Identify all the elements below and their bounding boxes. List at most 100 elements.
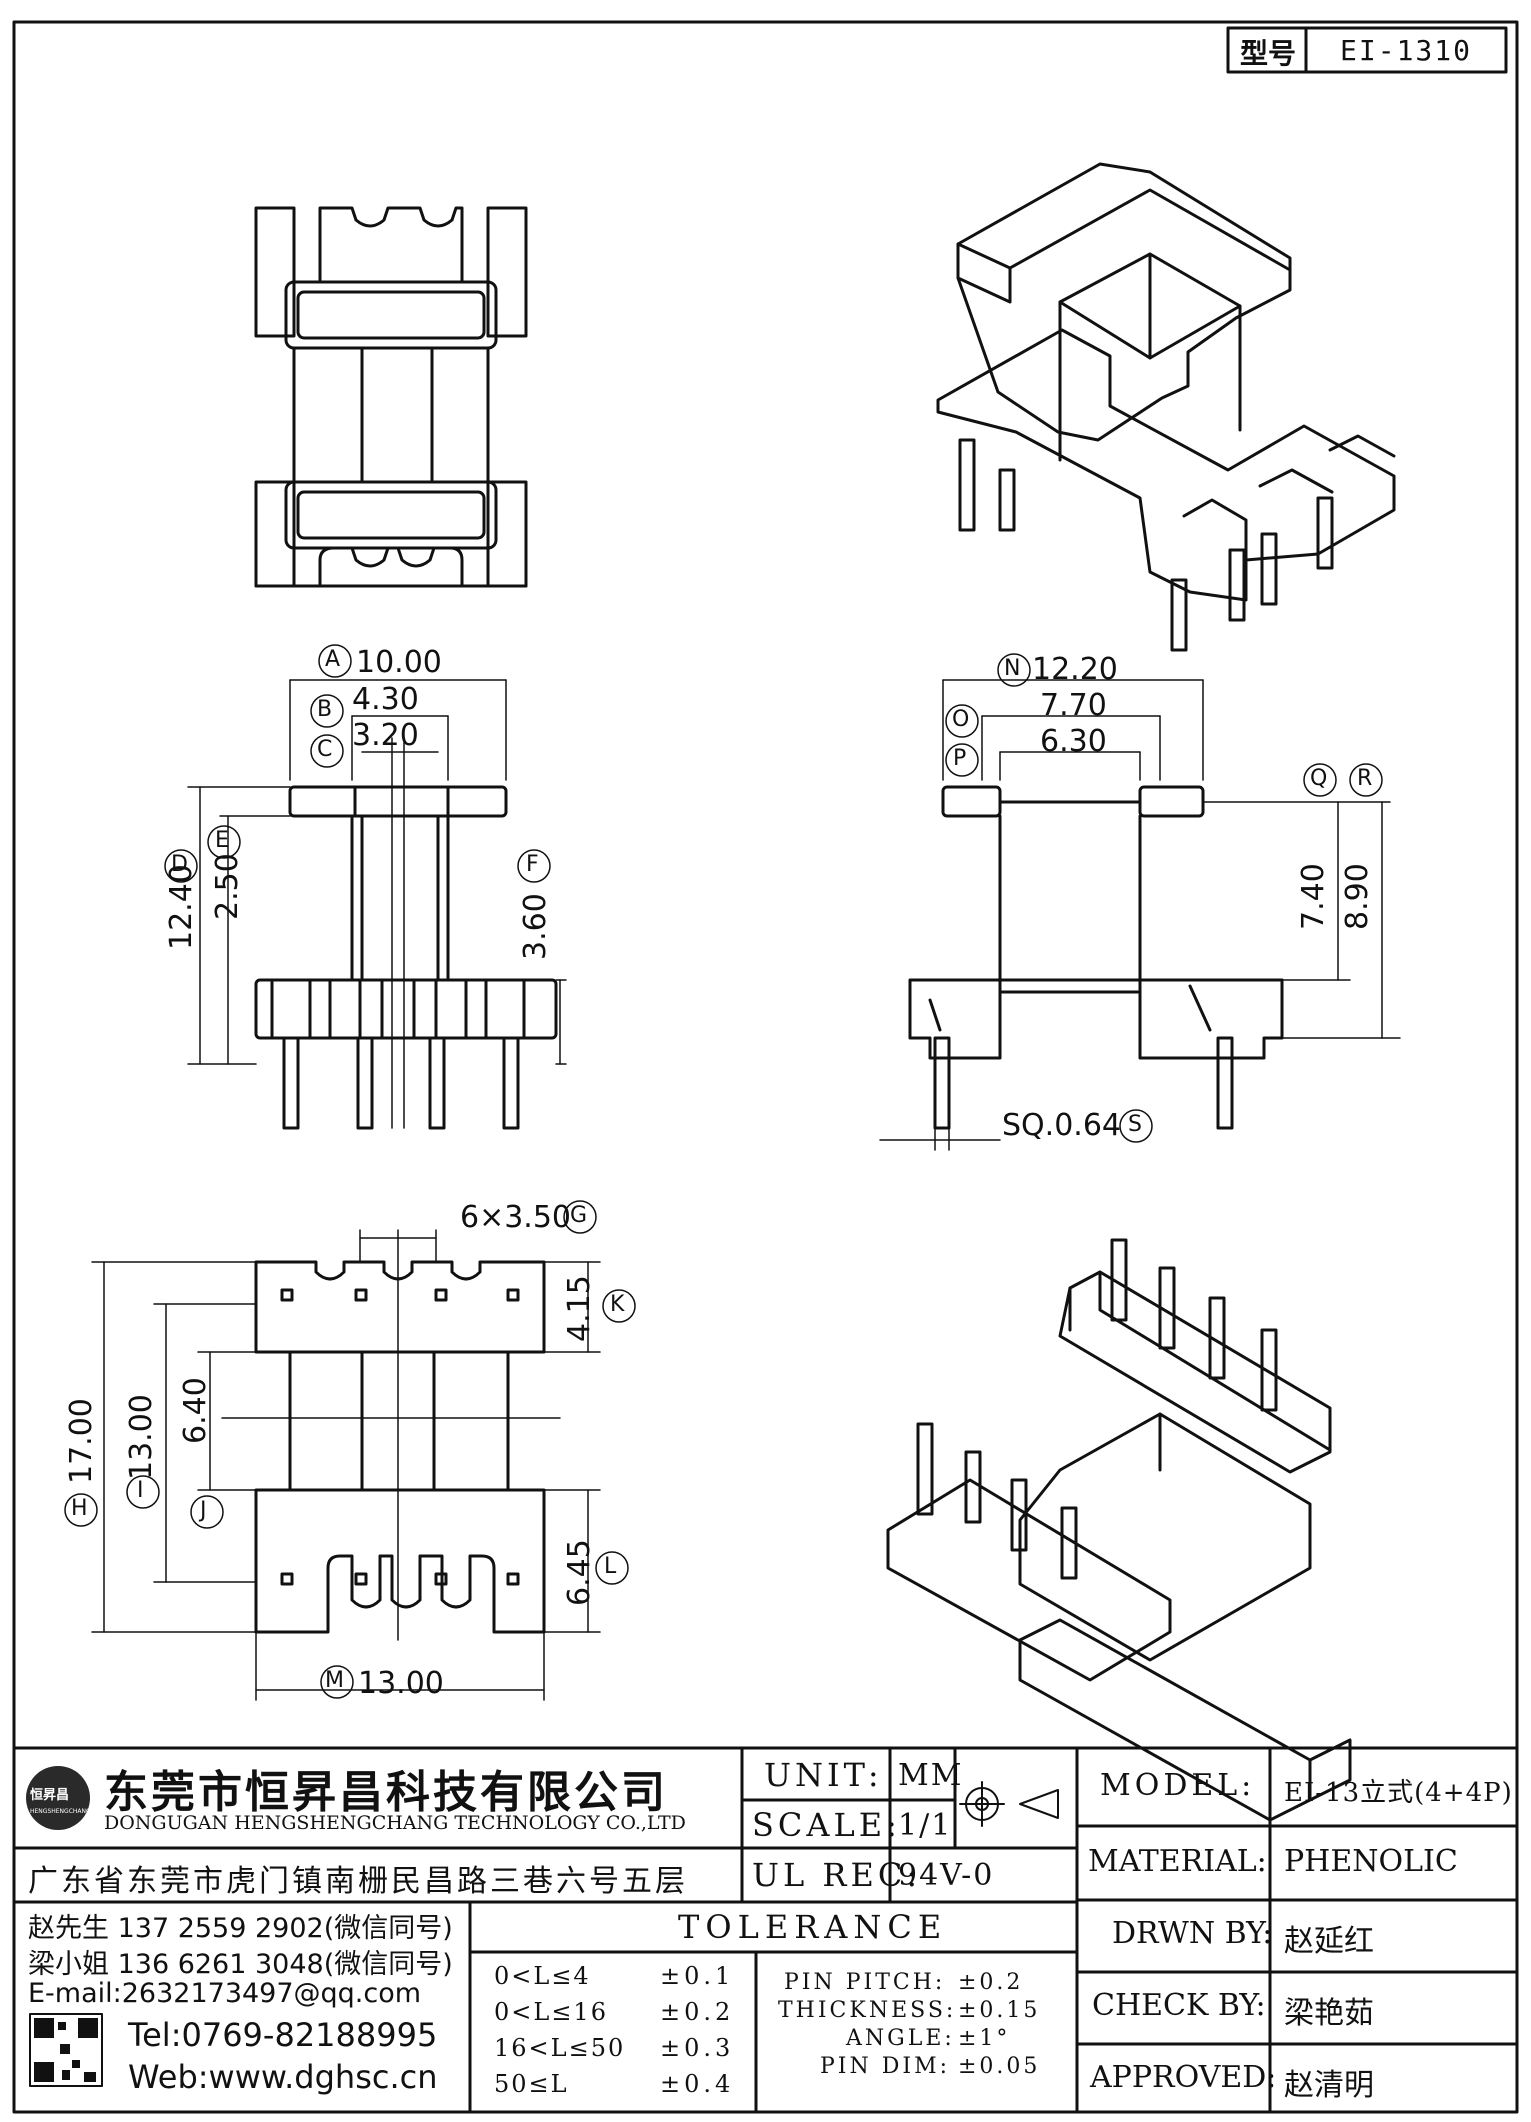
- pin-dim-label: PIN DIM:: [820, 2054, 951, 2079]
- angle-label: ANGLE:: [846, 2026, 955, 2051]
- dim-marker-p: [945, 743, 979, 777]
- pin-pitch-value: ±0.2: [958, 1970, 1024, 1995]
- company-tel: Tel:0769-82188995: [128, 2016, 438, 2054]
- company-web: Web:www.dghsc.cn: [128, 2058, 438, 2096]
- dim-letter-q: Q: [1310, 766, 1328, 791]
- model-box-value: EI-1310: [1340, 34, 1473, 67]
- dim-a-value: 10.00: [356, 645, 442, 680]
- dim-marker-n: [997, 653, 1031, 687]
- dim-marker-g: [563, 1200, 597, 1234]
- dim-marker-c: [310, 734, 344, 768]
- check-by-value: 梁艳茹: [1284, 1996, 1374, 2031]
- dim-letter-d: D: [171, 852, 188, 877]
- check-by-label: CHECK BY:: [1092, 1988, 1266, 2023]
- material-value: PHENOLIC: [1284, 1844, 1458, 1879]
- contact-line-2: 梁小姐 136 6261 3048(微信同号): [28, 1949, 453, 1980]
- dim-marker-q: [1303, 763, 1337, 797]
- isometric-view-bottom: [886, 1238, 1352, 1822]
- company-name-cn: 东莞市恒昇昌科技有限公司: [104, 1767, 668, 1818]
- tolerance-value-3: ±0.3: [660, 2034, 735, 2062]
- company-email: E-mail:2632173497@qq.com: [28, 1978, 422, 2009]
- title-block: [12, 1746, 1519, 2114]
- thickness-label: THICKNESS:: [778, 1998, 957, 2023]
- model-label: MODEL:: [1100, 1768, 1256, 1803]
- company-name-en: DONGUGAN HENGSHENGCHANG TECHNOLOGY CO.,L…: [104, 1812, 686, 1834]
- thickness-value: ±0.15: [958, 1998, 1041, 2023]
- side-view: [908, 785, 1284, 1130]
- logo-subtext: HENGSHENGCHANG: [30, 1808, 91, 1815]
- dim-letter-n: N: [1004, 656, 1021, 681]
- dim-letter-o: O: [952, 707, 970, 732]
- drwn-by-label: DRWN BY:: [1112, 1916, 1273, 1951]
- pin-dim-value: ±0.05: [958, 2054, 1041, 2079]
- dim-letter-l: L: [604, 1554, 617, 1579]
- dim-r-value: 8.90: [1340, 863, 1375, 930]
- dim-k-value: 4.15: [562, 1275, 597, 1342]
- dimension-markers: [64, 644, 1383, 1699]
- tolerance-title: TOLERANCE: [678, 1908, 948, 1946]
- dim-marker-f: [517, 849, 551, 883]
- dim-letter-s: S: [1128, 1112, 1142, 1137]
- dim-marker-l: [595, 1551, 629, 1585]
- tolerance-value-2: ±0.2: [660, 1998, 735, 2026]
- dim-letter-m: M: [325, 1668, 344, 1693]
- ul-rec-value: 94V-0: [898, 1858, 995, 1893]
- contact-line-1: 赵先生 137 2559 2902(微信同号): [28, 1913, 453, 1944]
- dim-l-value: 6.45: [562, 1539, 597, 1606]
- dim-b-value: 4.30: [352, 682, 419, 717]
- model-box-label: 型号: [1240, 37, 1297, 70]
- dim-letter-f: F: [526, 852, 539, 877]
- ul-rec-label: UL REC:: [752, 1856, 922, 1894]
- dim-marker-r: [1349, 763, 1383, 797]
- top-view: [254, 206, 528, 588]
- side-dims: [879, 679, 1401, 1151]
- dim-marker-i: [126, 1475, 160, 1509]
- dim-h-value: 17.00: [64, 1398, 99, 1484]
- unit-value: MM: [898, 1758, 964, 1793]
- tolerance-value-1: ±0.1: [660, 1962, 735, 1990]
- unit-label: UNIT:: [764, 1756, 883, 1794]
- dim-letter-a: A: [325, 647, 341, 672]
- dim-letter-p: P: [953, 746, 967, 771]
- dim-f-value: 3.60: [518, 893, 553, 960]
- scale-label: SCALE:: [752, 1806, 901, 1844]
- approved-label: APPROVED:: [1090, 2060, 1277, 2095]
- dim-letter-e: E: [215, 828, 229, 853]
- company-address: 广东省东莞市虎门镇南栅民昌路三巷六号五层: [28, 1864, 688, 1899]
- dim-marker-e: [207, 825, 241, 859]
- tolerance-range-3: 16<L≤50: [494, 2034, 626, 2062]
- dim-letter-c: C: [317, 737, 333, 762]
- approved-value: 赵清明: [1284, 2068, 1374, 2103]
- front-view: [254, 737, 558, 1130]
- bottom-view: [221, 1229, 561, 1641]
- drwn-by-value: 赵延红: [1284, 1924, 1374, 1959]
- model-box: [1226, 26, 1508, 74]
- projection-symbol-icon: [959, 1781, 1059, 1827]
- angle-value: ±1°: [958, 2026, 1011, 2051]
- dim-p-value: 6.30: [1040, 724, 1107, 759]
- dim-marker-d: [164, 849, 198, 883]
- dim-letter-g: G: [570, 1203, 588, 1228]
- tolerance-range-2: 0<L≤16: [494, 1998, 608, 2026]
- pin-pitch-label: PIN PITCH:: [784, 1970, 946, 1995]
- scale-value: 1/1: [898, 1808, 953, 1843]
- dim-e-value: 2.50: [210, 853, 245, 920]
- dim-q-value: 7.40: [1296, 863, 1331, 930]
- company-logo: [26, 1766, 90, 1830]
- dim-g-value: 6×3.50: [460, 1200, 572, 1235]
- dim-marker-s: [1119, 1109, 1153, 1143]
- dim-m-value: 13.00: [358, 1666, 444, 1701]
- isometric-view-top: [936, 162, 1396, 652]
- tolerance-value-4: ±0.4: [660, 2070, 735, 2098]
- dim-j-value: 6.40: [178, 1377, 213, 1444]
- dim-marker-o: [945, 704, 979, 738]
- dim-marker-k: [602, 1289, 636, 1323]
- material-label: MATERIAL:: [1088, 1844, 1267, 1879]
- dim-marker-m: [320, 1665, 354, 1699]
- dim-s-value: SQ.0.64: [1002, 1108, 1121, 1143]
- dim-n-value: 12.20: [1032, 652, 1118, 687]
- sheet-border: [12, 20, 1519, 2114]
- dim-letter-i: I: [137, 1478, 144, 1503]
- dim-marker-h: [64, 1493, 98, 1527]
